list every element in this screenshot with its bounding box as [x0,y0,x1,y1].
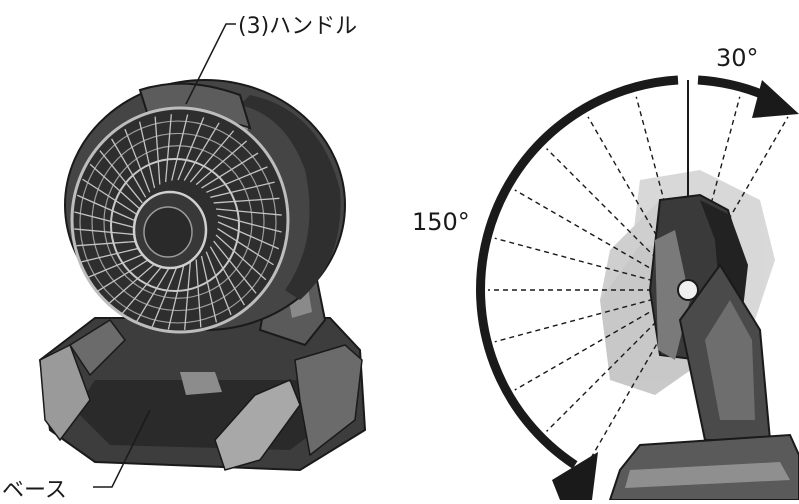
angle-guide-line [687,116,789,291]
grille-spoke [200,255,218,323]
angle-guide-line [687,96,741,291]
grille-spoke [205,251,232,316]
tilt-up-arrowhead [752,80,799,118]
grille-spoke [195,140,248,186]
grille-spoke [213,197,280,204]
grille-spoke [201,152,259,189]
angle-guide-line [494,289,689,343]
grille-spoke [217,221,280,250]
handle-label: (3)ハンドル [238,14,358,39]
tilt-down-arrowhead [552,452,598,500]
angle-guide-line [494,237,689,291]
grille-spoke [74,228,141,236]
grille-spoke [171,114,189,181]
angle-guide-line [546,148,689,291]
pivot-hub [677,279,699,301]
handle-leader-line [185,23,236,105]
angle-guide-line [587,289,689,464]
tilt-up-angle-label: 30° [716,44,759,72]
grille-spoke [209,246,245,306]
grille-spoke [121,261,167,314]
grille-spoke [108,258,161,304]
grille-spoke [76,194,139,223]
base-label: ベース [2,478,67,503]
grille-spoke [217,228,274,266]
grille-spoke [177,117,205,181]
fan-perspective-illustration [38,79,367,472]
fan-front-grille [74,114,282,330]
grille-spoke [189,130,235,183]
grille-spoke [167,263,185,330]
grille-spoke [136,263,173,322]
base-leader-line [93,409,151,488]
angle-guide-line [635,96,689,291]
grille-spoke [76,240,143,247]
grille-ring [103,145,253,299]
grille-spoke [164,114,172,183]
grille-spoke [195,259,202,328]
grille-spoke [210,181,275,198]
tilt-down-angle-label: 150° [412,208,470,236]
grille-spoke [217,214,282,233]
grille-spoke [82,178,139,216]
grille-ring [79,120,277,324]
grille-spoke [124,128,151,193]
grille-spoke [99,150,143,204]
grille-spoke [206,166,268,193]
grille-spoke [111,138,147,198]
angle-guide-line [514,289,689,391]
grille-spoke [138,121,156,189]
grille-ring [91,132,265,312]
grille-spoke [89,163,141,210]
grille-spoke [154,116,161,185]
grille-spoke [97,255,155,292]
grille-spoke [215,234,267,281]
grille-spoke [184,261,192,330]
grille-spoke [213,240,257,294]
grille-spoke [151,263,179,327]
angle-guide-line [546,289,689,432]
tilt-range-diagram [476,75,799,500]
grille-spoke [81,246,146,263]
grille-spoke [74,211,139,230]
angle-guide-line [514,189,689,291]
grille-spoke [183,122,220,181]
angle-guide-line [587,116,689,291]
grille-spoke [215,208,282,216]
grille-spoke [88,251,150,278]
tilt-down-arc [476,75,679,469]
